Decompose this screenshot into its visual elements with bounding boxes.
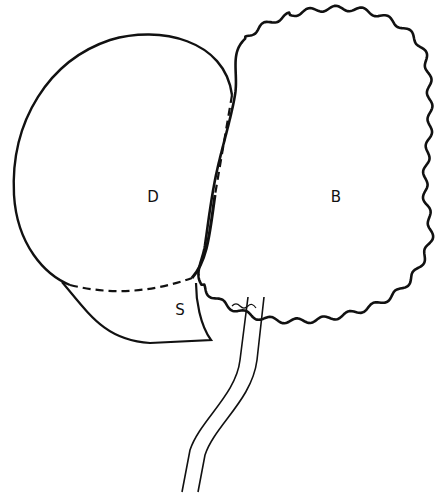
organ-shape [58, 276, 216, 348]
ureter-wall [182, 297, 248, 492]
ureter-wall [198, 297, 264, 492]
part-label: S [175, 303, 185, 318]
organ-wall [70, 278, 192, 291]
part-label: D [147, 190, 159, 205]
organ-outline: S [58, 276, 216, 348]
organ-wall [198, 6, 433, 323]
organ-shape [8, 26, 244, 302]
organ-outline: D [8, 26, 244, 302]
part-label: B [331, 190, 341, 205]
ureter-tube [182, 297, 264, 492]
ureter-junction [232, 304, 256, 308]
organ-wall [62, 282, 211, 343]
organ-shape [188, 4, 442, 324]
organ-wall [14, 35, 232, 285]
organ-outline: B [188, 4, 442, 324]
